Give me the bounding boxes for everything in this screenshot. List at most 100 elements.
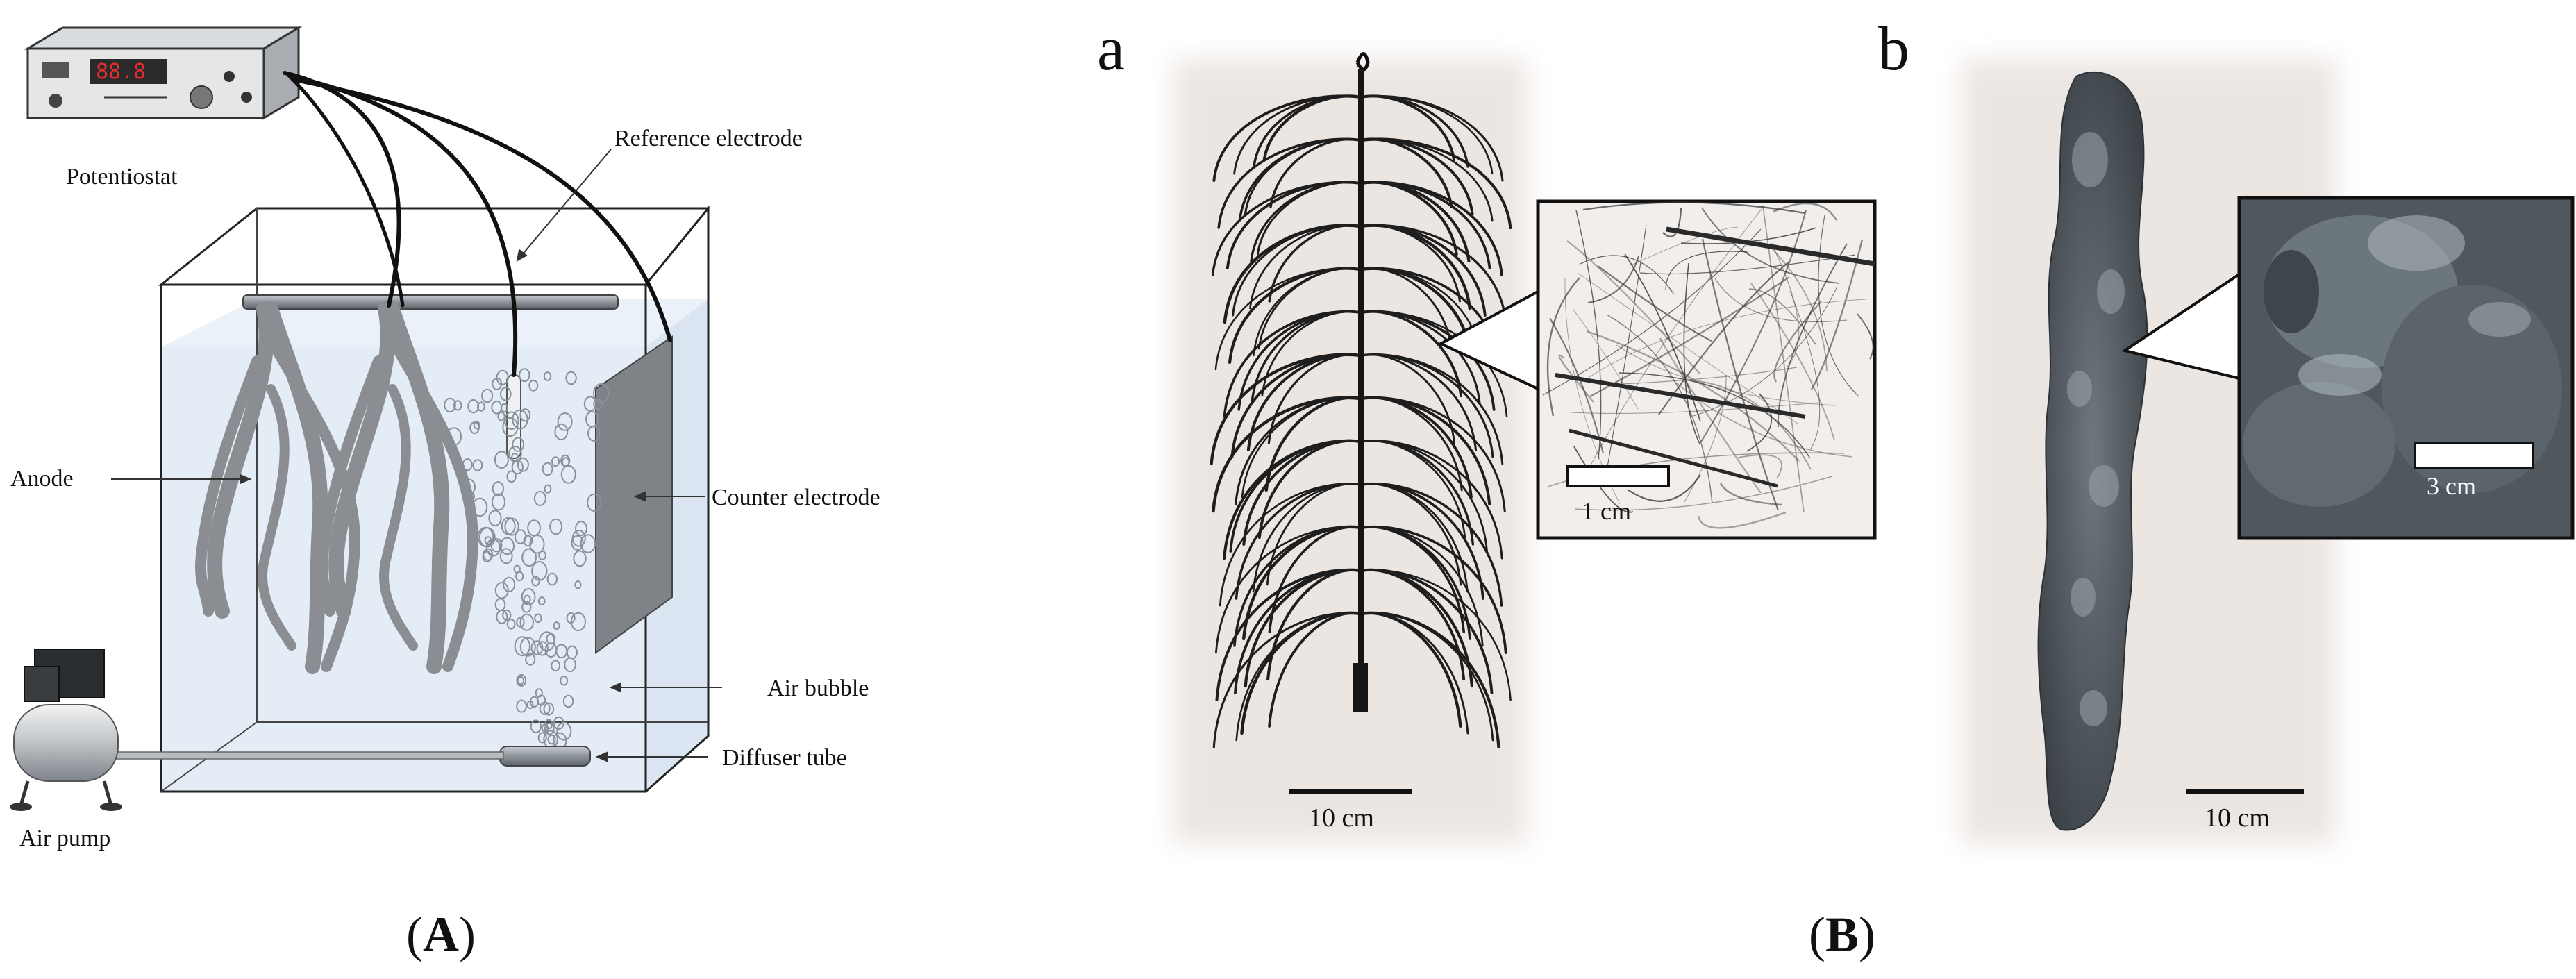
- brush-fiber: [1360, 310, 1508, 418]
- inset-fiber: [1546, 277, 1580, 417]
- photo-b-scale-label: 10 cm: [2205, 803, 2270, 832]
- inset-fiber: [1665, 251, 1748, 290]
- potentiostat-device: 88.8: [24, 26, 303, 120]
- air-line: [103, 751, 504, 760]
- inset-fiber: [1627, 474, 1701, 502]
- counter-electrode-label: Counter electrode: [712, 485, 880, 510]
- air-bubble: [521, 588, 536, 606]
- brush-fiber: [1360, 181, 1503, 276]
- air-bubble: [537, 732, 547, 744]
- air-bubble: [491, 493, 506, 511]
- air-bubble: [473, 421, 480, 430]
- brush-fiber: [1360, 224, 1507, 324]
- photo-a-letter: a: [1097, 15, 1125, 83]
- inset-fiber: [1857, 313, 1874, 360]
- inset-fiber: [1580, 255, 1675, 295]
- air-bubble: [528, 379, 539, 392]
- air-bubble: [529, 696, 540, 708]
- air-bubble: [549, 518, 563, 535]
- inset-fiber: [1701, 207, 1840, 284]
- air-bubble: [512, 437, 525, 453]
- air-bubble: [560, 676, 569, 686]
- air-bubble: [503, 576, 516, 592]
- air-bubble: [531, 576, 540, 587]
- air-bubble: [565, 371, 577, 385]
- photo-b-biofilm-column: [2037, 71, 2148, 831]
- anode-brushes: [195, 301, 478, 674]
- air-bubble: [551, 456, 560, 467]
- air-bubble: [514, 529, 527, 544]
- inset-fiber: [1818, 215, 1859, 397]
- air-bubble: [547, 734, 556, 745]
- leader-lines: [111, 149, 722, 762]
- inset-fiber: [1683, 262, 1700, 444]
- svg-text:88.8: 88.8: [96, 60, 146, 84]
- inset-fiber: [1624, 253, 1701, 422]
- anode-brush-right: [317, 301, 478, 674]
- air-bubble: [513, 564, 521, 574]
- anode-label: Anode: [10, 466, 74, 492]
- air-bubble: [516, 617, 525, 628]
- inset-fiber: [1693, 286, 1838, 417]
- caption-a-letter: A: [423, 907, 459, 962]
- air-bubble: [539, 701, 551, 715]
- air-bubble: [553, 621, 560, 630]
- brush-fiber: [1214, 526, 1362, 654]
- air-bubble: [506, 619, 516, 630]
- air-bubble: [535, 688, 543, 698]
- air-bubble: [537, 596, 546, 606]
- inset-fiber: [1662, 208, 1682, 237]
- inset-fiber: [1750, 283, 1835, 441]
- brush-fiber: [1360, 353, 1504, 465]
- brush-fiber: [1360, 440, 1503, 560]
- counter-electrode: [595, 335, 673, 654]
- air-bubble: [566, 645, 578, 660]
- air-bubble: [516, 699, 527, 713]
- air-bubble: [519, 408, 531, 422]
- inset-fiber: [1603, 224, 1647, 487]
- inset-fiber-bundle: [1555, 373, 1806, 419]
- brush-fiber: [1214, 267, 1362, 371]
- inset-fiber-bundle: [1666, 226, 1875, 267]
- photo-b-inset-texture: [2243, 215, 2562, 507]
- air-bubble: [506, 470, 517, 483]
- air-bubble: [546, 572, 558, 586]
- air-bubble: [533, 490, 546, 506]
- air-bubble: [497, 411, 505, 421]
- air-bubble: [514, 636, 530, 657]
- air-bubble: [504, 517, 519, 536]
- air-bubble: [531, 561, 548, 581]
- air-bubble: [511, 453, 519, 462]
- air-bubble: [571, 530, 586, 547]
- diffuser-tube-label: Diffuser tube: [722, 745, 847, 771]
- inset-fiber: [1573, 446, 1634, 513]
- inset-fiber: [1571, 402, 1819, 414]
- air-bubble: [554, 423, 569, 441]
- air-bubble: [494, 582, 509, 599]
- air-bubble: [471, 497, 488, 517]
- photo-a-inset-scalebar: [1566, 465, 1670, 487]
- air-bubble: [551, 660, 561, 672]
- photo-a-scale-label: 10 cm: [1309, 803, 1374, 832]
- inset-fiber: [1573, 309, 1639, 410]
- brush-fiber: [1215, 568, 1362, 701]
- air-bubble: [488, 510, 502, 527]
- photo-a-inset: [1536, 199, 1877, 540]
- air-bubble: [587, 426, 601, 442]
- air-bubble: [538, 550, 546, 560]
- air-bubble: [512, 409, 528, 430]
- air-bubble: [519, 613, 534, 631]
- inset-fiber: [1748, 288, 1816, 345]
- air-bubble: [499, 548, 513, 564]
- inset-fiber: [1589, 276, 1790, 397]
- air-bubble: [587, 493, 602, 512]
- inset-fiber: [1719, 483, 1782, 506]
- air-bubble: [543, 371, 552, 381]
- air-bubbles: [444, 368, 610, 750]
- potentiostat-label: Potentiostat: [66, 164, 178, 190]
- air-bubble: [553, 716, 564, 730]
- air-bubble: [544, 484, 552, 494]
- inset-fiber: [1789, 290, 1821, 449]
- brush-fiber: [1359, 137, 1512, 230]
